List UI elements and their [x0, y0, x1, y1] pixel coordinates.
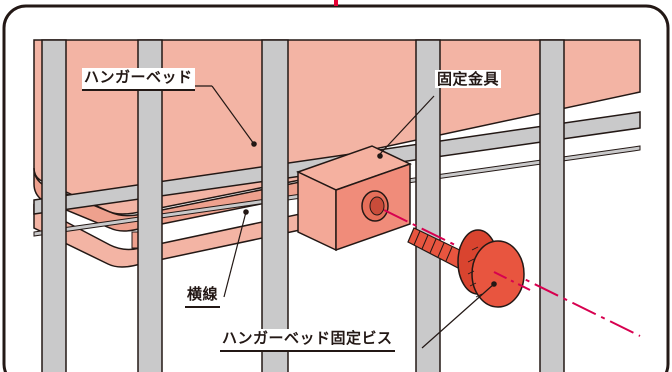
vertical-bar — [137, 39, 163, 372]
hanger-bed-screw-label: ハンガーベッド固定ビス — [220, 329, 395, 352]
cross-bar-label-text: 横線 — [185, 285, 221, 308]
fixing-bracket-label: 固定金具 — [435, 70, 502, 88]
hanger-bed-label-text: ハンガーベッド — [82, 68, 195, 91]
bracket-hole-inner — [369, 196, 385, 216]
hanger-bed-label: ハンガーベッド — [82, 68, 195, 91]
vertical-bar — [539, 39, 565, 372]
screw-axis-front — [493, 271, 531, 291]
leader-hangerbed-diag — [211, 85, 255, 145]
screw-knob-knurl — [467, 246, 483, 298]
leader-dot — [251, 141, 257, 147]
leader-screw — [421, 283, 495, 349]
fixing-bracket-label-text: 固定金具 — [435, 70, 502, 88]
leader-dot — [491, 281, 497, 287]
leader-dot — [243, 209, 249, 215]
hanger-bed-screw-label-text: ハンガーベッド固定ビス — [220, 329, 395, 352]
screw-thread-lines — [413, 230, 453, 262]
leader-bracket — [379, 95, 435, 155]
vertical-bar — [261, 39, 289, 372]
leader-crossbar — [223, 211, 247, 298]
leader-dot — [377, 153, 383, 159]
leader-lines — [190, 85, 497, 349]
cross-bar-label: 横線 — [185, 285, 221, 308]
vertical-bar — [41, 39, 67, 372]
vertical-bar — [415, 39, 441, 372]
